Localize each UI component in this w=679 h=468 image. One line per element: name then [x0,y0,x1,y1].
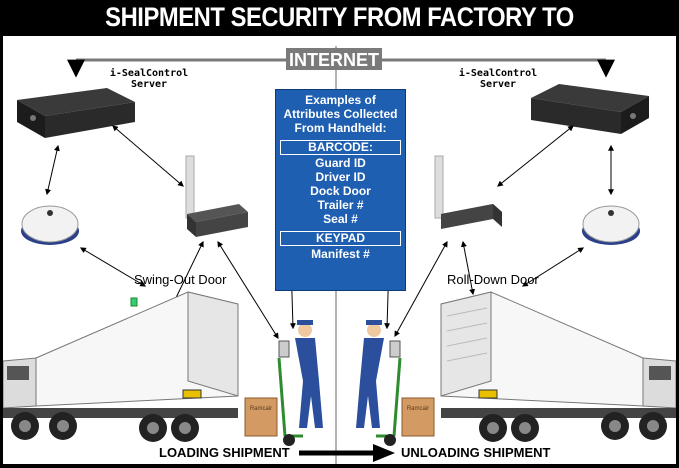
swing-out-door-label: Swing-Out Door [134,272,227,287]
barcode-item: Driver ID [315,170,366,184]
info-heading-line: Attributes Collected [283,107,398,121]
left-server-label-line2: Server [130,79,168,90]
page-title: SHIPMENT SECURITY FROM FACTORY TO DISTRI… [105,2,574,66]
right-server-label: i-SealControl Server [448,68,548,90]
keypad-title: KEYPAD [280,231,401,246]
barcode-title: BARCODE: [280,140,401,155]
left-server-label: i-SealControl Server [99,68,199,90]
barcode-item: Seal # [323,212,358,226]
left-server-label-line1: i-SealControl [109,68,189,79]
right-gateway-router [434,155,502,229]
right-server-label-line1: i-SealControl [458,68,538,79]
left-server [17,88,135,138]
left-worker [278,320,323,428]
left-satellite-dome [21,205,79,245]
left-gateway-router [185,155,248,237]
unloading-shipment-label: UNLOADING SHIPMENT [401,445,551,460]
left-truck [3,291,239,442]
right-server [531,84,649,134]
internet-label: INTERNET [289,50,379,70]
right-hand-truck [376,357,402,446]
barcode-item: Trailer # [317,198,364,212]
link-arrows [45,125,614,340]
direction-arrow [299,444,395,462]
attributes-info-box: Examples of Attributes Collected From Ha… [275,89,406,291]
barcode-item: Dock Door [310,184,371,198]
diagram-canvas: INTERNET [3,36,676,464]
barcode-item: Guard ID [315,156,366,170]
left-hand-truck [277,357,303,446]
right-server-label-line2: Server [479,79,517,90]
roll-down-door-label: Roll-Down Door [447,272,539,287]
left-cargo-box: Ramcair [244,397,278,437]
right-truck [440,291,676,442]
right-worker [356,320,401,428]
right-satellite-dome [582,205,640,245]
svg-text:Ramcair: Ramcair [250,406,272,412]
info-heading-line: From Handheld: [294,121,387,135]
keypad-item: Manifest # [311,247,370,261]
info-heading-line: Examples of [305,93,376,107]
loading-shipment-label: LOADING SHIPMENT [159,445,290,460]
info-heading: Examples of Attributes Collected From Ha… [276,93,405,135]
svg-text:Ramcair: Ramcair [407,406,429,412]
diagram-drawing: INTERNET [3,46,676,464]
right-cargo-box: Ramcair [401,397,435,437]
internet-box [286,48,382,70]
